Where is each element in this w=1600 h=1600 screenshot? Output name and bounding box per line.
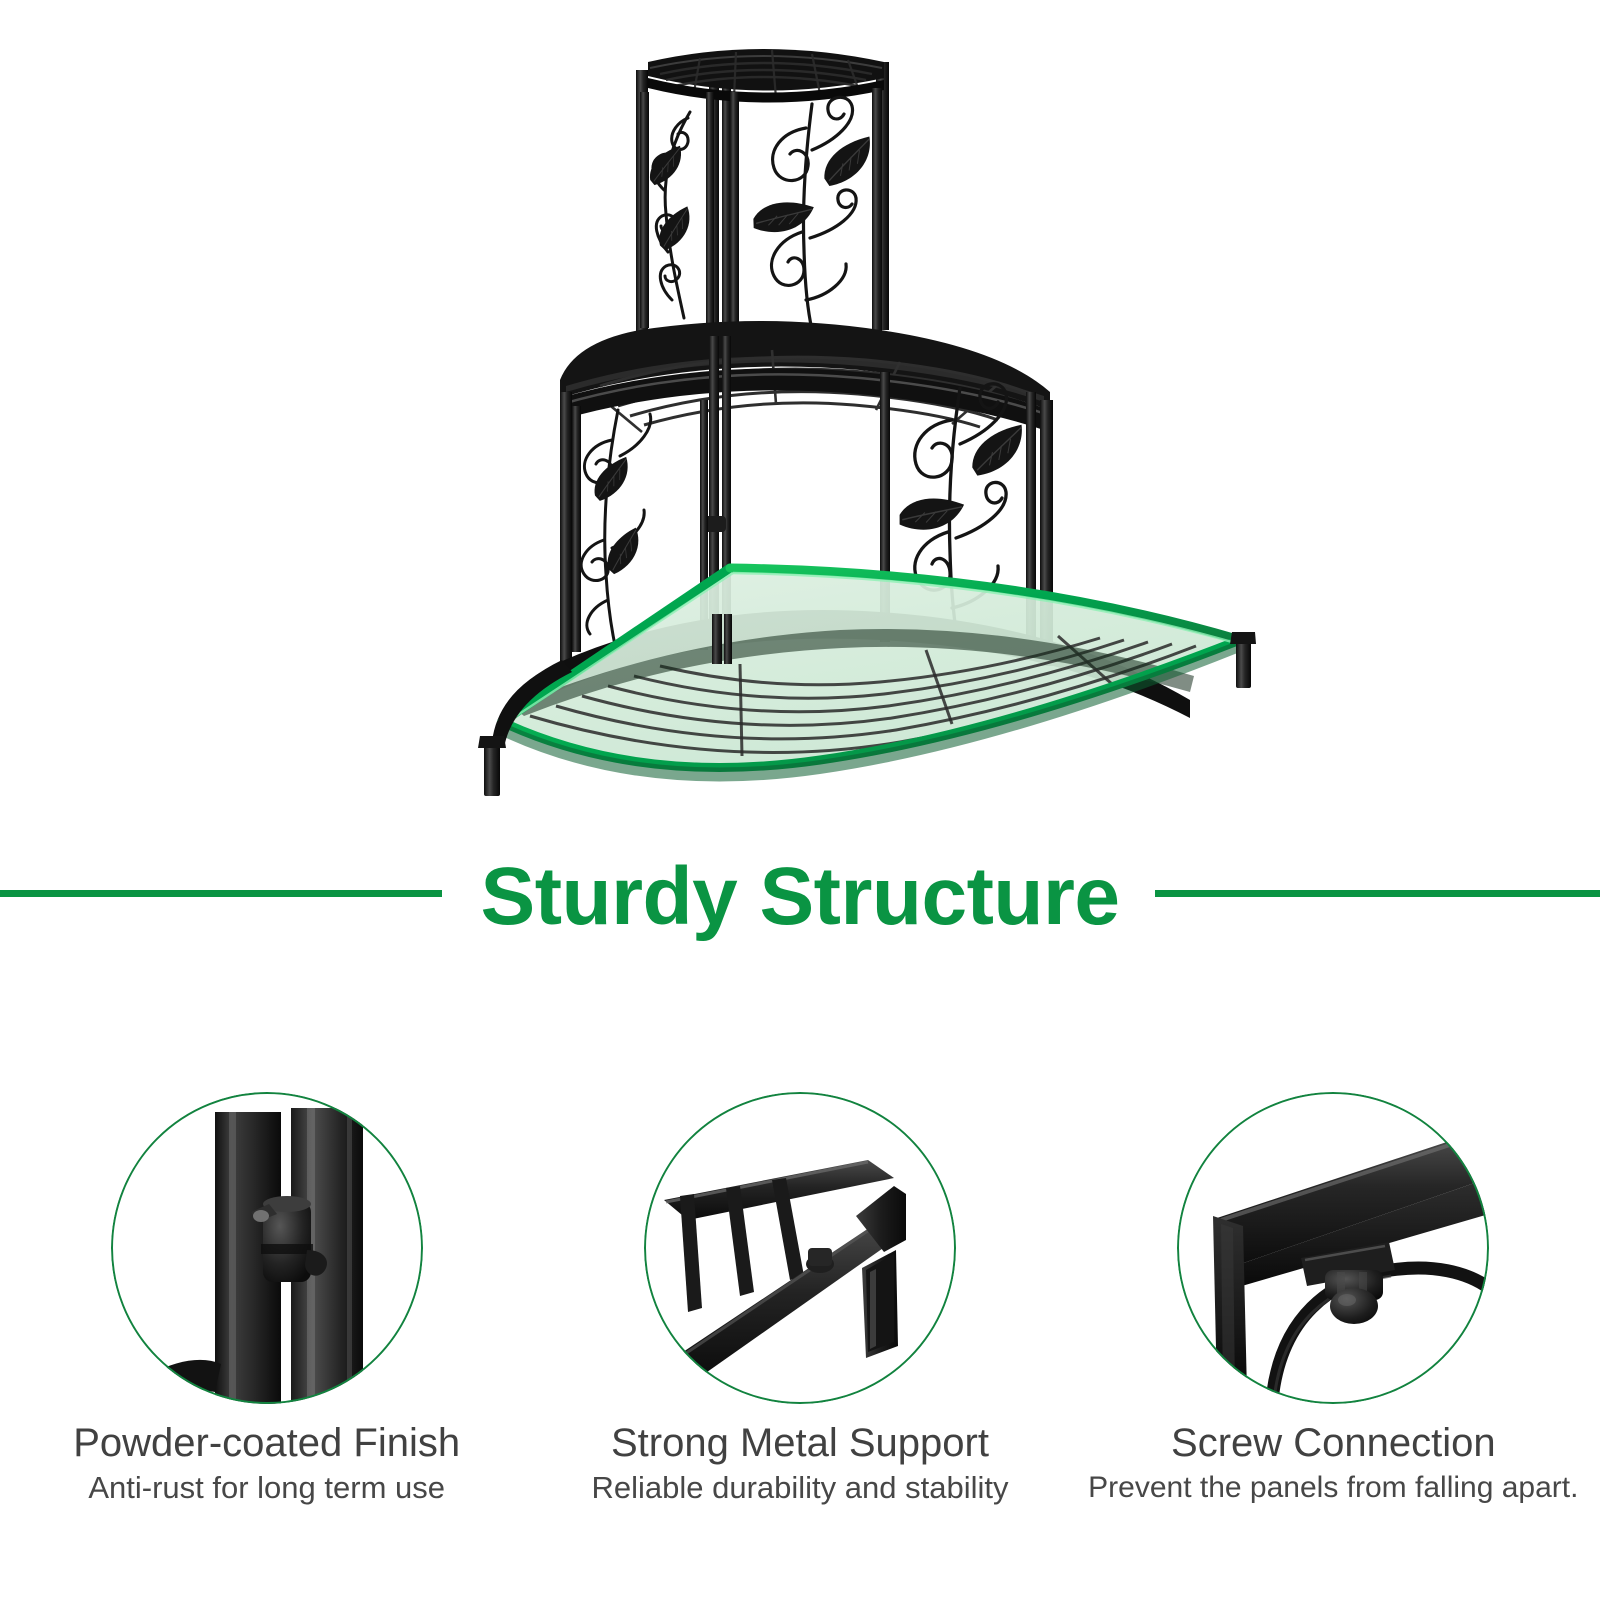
- feature-subtitle: Reliable durability and stability: [591, 1470, 1009, 1506]
- feature-photo-strong-metal-support: [643, 1092, 956, 1404]
- headline-band: Sturdy Structure: [0, 838, 1600, 956]
- headline-rule-left: [0, 890, 442, 897]
- feature-title: Powder-coated Finish: [73, 1421, 461, 1465]
- headline-rule-right: [1155, 890, 1600, 897]
- top-panel-left: [640, 92, 714, 330]
- feature-subtitle: Prevent the panels from falling apart.: [1088, 1471, 1579, 1505]
- middle-panel-left: [572, 400, 708, 652]
- top-shelf: [648, 49, 884, 103]
- feature-photo-powder-coated-finish: [110, 1092, 423, 1404]
- feature-row: Powder-coated Finish Anti-rust for long …: [0, 1060, 1600, 1600]
- bottom-glass-shelf: [492, 563, 1245, 782]
- page-title: Sturdy Structure: [480, 851, 1121, 942]
- product-hero-image: [478, 49, 1256, 796]
- feature-photo-screw-connection: [1177, 1092, 1490, 1404]
- feature-subtitle: Anti-rust for long term use: [88, 1470, 445, 1506]
- feature-title: Screw Connection: [1171, 1421, 1496, 1465]
- feature-strong-metal-support: Strong Metal Support Reliable durability…: [533, 1060, 1066, 1600]
- bottom-legs: [478, 614, 1256, 796]
- feature-screw-connection: Screw Connection Prevent the panels from…: [1067, 1060, 1600, 1600]
- feature-title: Strong Metal Support: [610, 1421, 989, 1465]
- top-panel-right: [730, 88, 882, 332]
- feature-powder-coated-finish: Powder-coated Finish Anti-rust for long …: [0, 1060, 533, 1600]
- middle-shelf: [560, 321, 1050, 433]
